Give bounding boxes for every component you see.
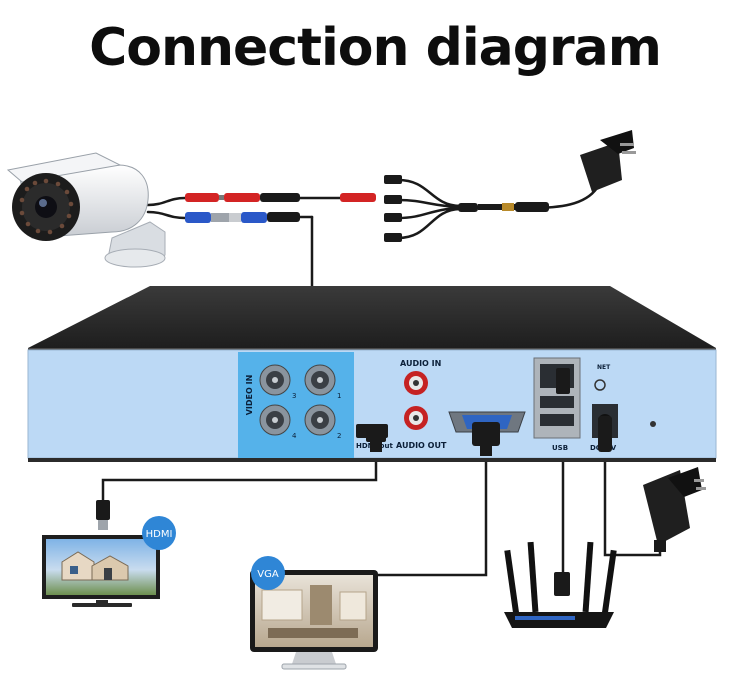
usb-label: USB	[552, 444, 568, 452]
bnc-port	[304, 364, 336, 396]
audio-in-port	[404, 371, 428, 395]
dc-plug	[598, 416, 612, 452]
vga-badge-label: VGA	[257, 569, 279, 580]
title: Connection diagram	[89, 18, 662, 78]
hdmi-badge-label: HDMI	[146, 529, 173, 540]
red-power-plug	[185, 193, 219, 202]
vga-badge: VGA	[251, 556, 285, 590]
audio-out-label: AUDIO OUT	[396, 441, 447, 450]
camera-extension-cable	[298, 196, 342, 219]
usb-port	[540, 414, 574, 426]
power-splitter	[384, 175, 549, 242]
dvr-top-cover	[28, 286, 716, 348]
bnc-port	[304, 404, 336, 436]
bullet-camera-icon	[6, 152, 166, 268]
red-power-plug	[340, 193, 376, 202]
net-label: NET	[597, 364, 611, 371]
tv-monitor-icon	[42, 535, 160, 607]
camera-pigtail-cable	[146, 196, 187, 220]
vga-plug	[472, 422, 500, 456]
blue-bnc-plug	[241, 212, 267, 223]
bnc-port	[259, 364, 291, 396]
vga-cable	[376, 446, 488, 577]
red-power-plug	[224, 193, 260, 202]
video-in-area	[238, 352, 354, 458]
hdmi-badge: HDMI	[142, 516, 176, 550]
video-in-label: VIDEO IN	[245, 375, 254, 416]
wifi-router-icon	[504, 541, 617, 628]
hdmi-plug	[366, 430, 386, 452]
camera-connectors	[185, 193, 376, 223]
channel-label: 1	[337, 392, 341, 400]
audio-out-port	[404, 406, 428, 430]
computer-monitor-icon	[250, 570, 378, 670]
hdmi-plug-tv-end	[96, 500, 110, 530]
channel-label: 3	[292, 392, 296, 400]
power-adapter-icon	[643, 467, 706, 552]
hdmi-cable	[101, 448, 378, 502]
ethernet-plug	[556, 368, 570, 394]
channel-label: 4	[292, 432, 297, 440]
power-adapter-icon	[580, 130, 636, 192]
reset-button	[594, 379, 606, 391]
bnc-port	[259, 404, 291, 436]
blue-bnc-plug	[185, 212, 211, 223]
channel-label: 2	[337, 432, 341, 440]
audio-in-label: AUDIO IN	[400, 359, 441, 368]
usb-port	[540, 396, 574, 408]
ground-screw	[650, 421, 656, 427]
